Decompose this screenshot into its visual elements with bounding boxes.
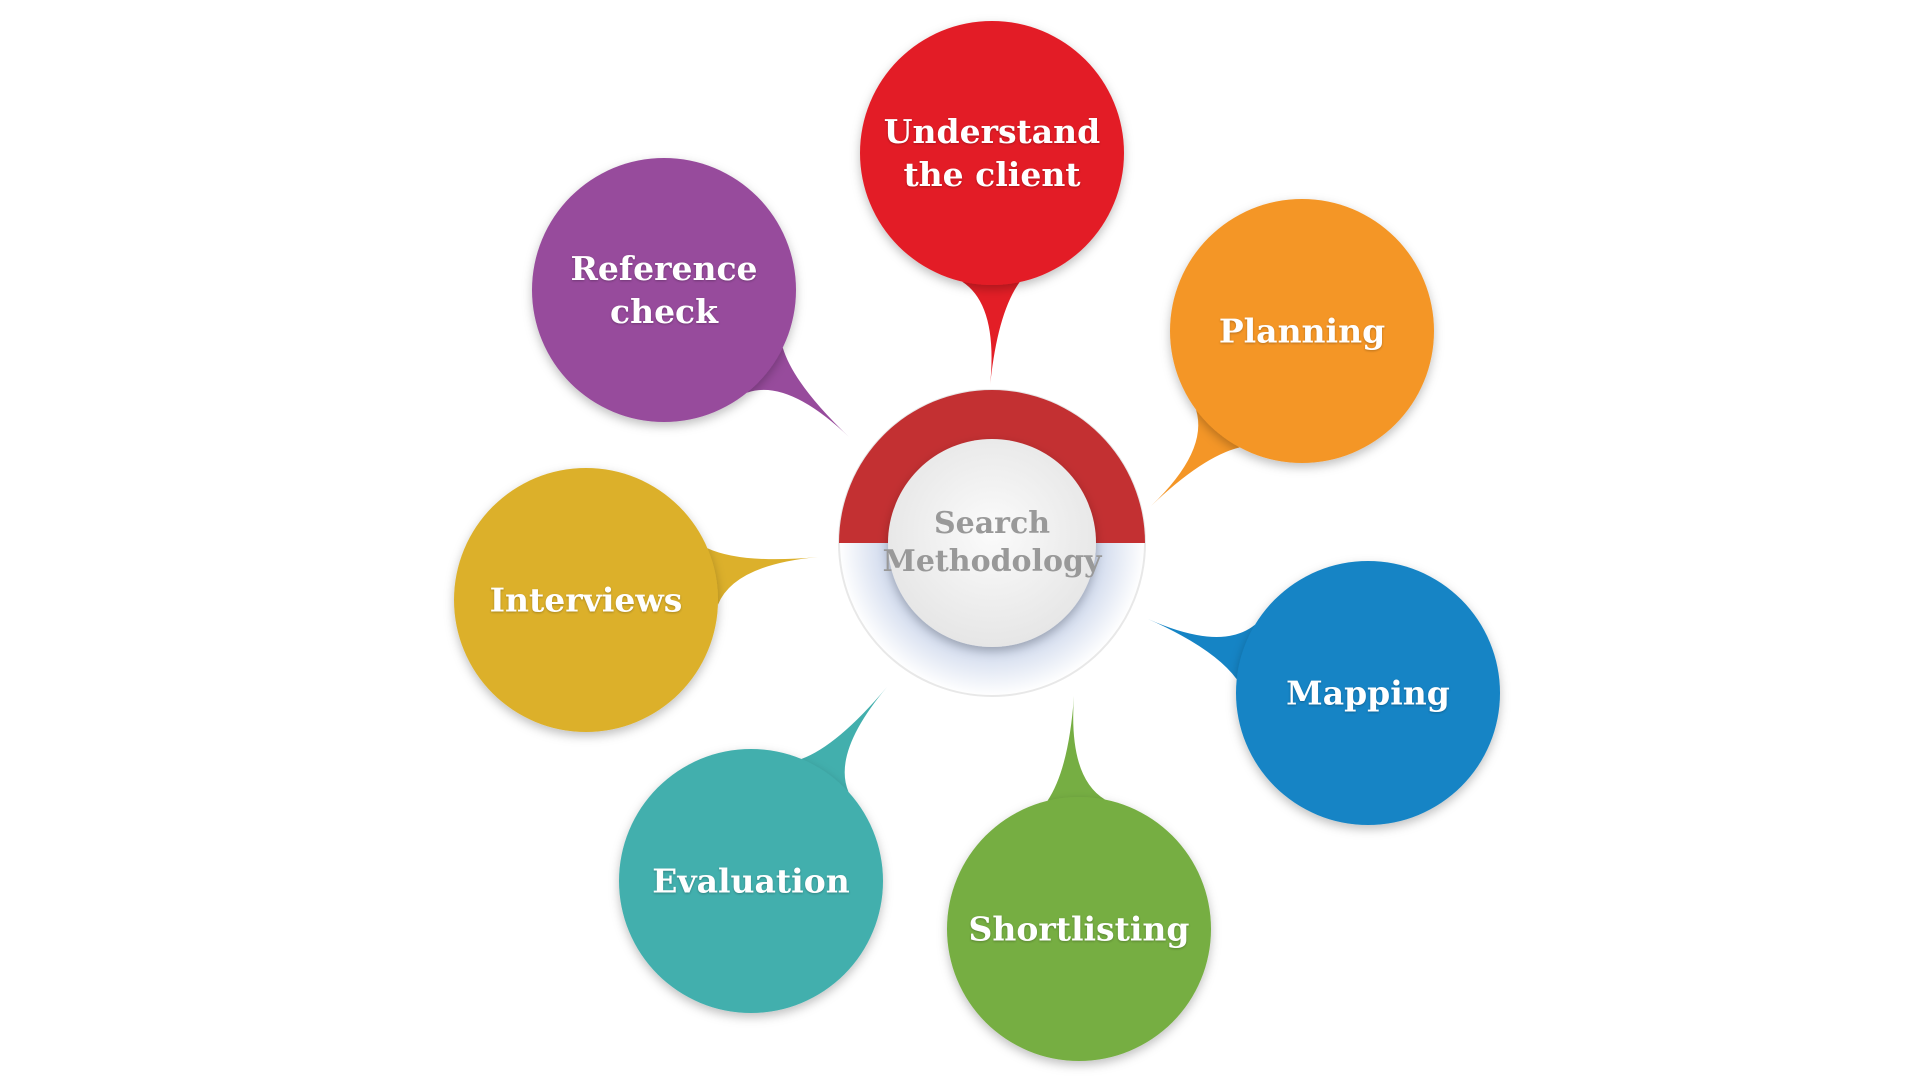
step-bubble	[1170, 199, 1434, 463]
hub-inner-circle	[888, 439, 1096, 647]
step-label: Mapping	[1286, 673, 1450, 713]
bubble-tail	[707, 548, 818, 605]
step-label: Understand the client	[883, 112, 1101, 194]
bubble-tail	[1148, 619, 1256, 680]
bubble-tail	[746, 347, 849, 437]
bubble-tail	[1151, 409, 1240, 506]
step-bubble	[947, 797, 1211, 1061]
bubble-tail	[962, 281, 1020, 386]
center-hub	[838, 389, 1146, 697]
bubble-tail	[1047, 696, 1106, 801]
step-bubble	[619, 749, 883, 1013]
step-label: Interviews	[489, 580, 683, 620]
step-label: Shortlisting	[968, 909, 1190, 949]
step-bubble	[860, 21, 1124, 285]
step-bubble	[1236, 561, 1500, 825]
step-bubble	[454, 468, 718, 732]
step-label: Planning	[1218, 311, 1386, 351]
bubble-tail	[801, 687, 887, 793]
center-label: Search Methodology	[882, 506, 1102, 579]
step-label: Reference check	[570, 249, 758, 331]
step-bubble	[532, 158, 796, 422]
step-label: Evaluation	[652, 861, 850, 901]
